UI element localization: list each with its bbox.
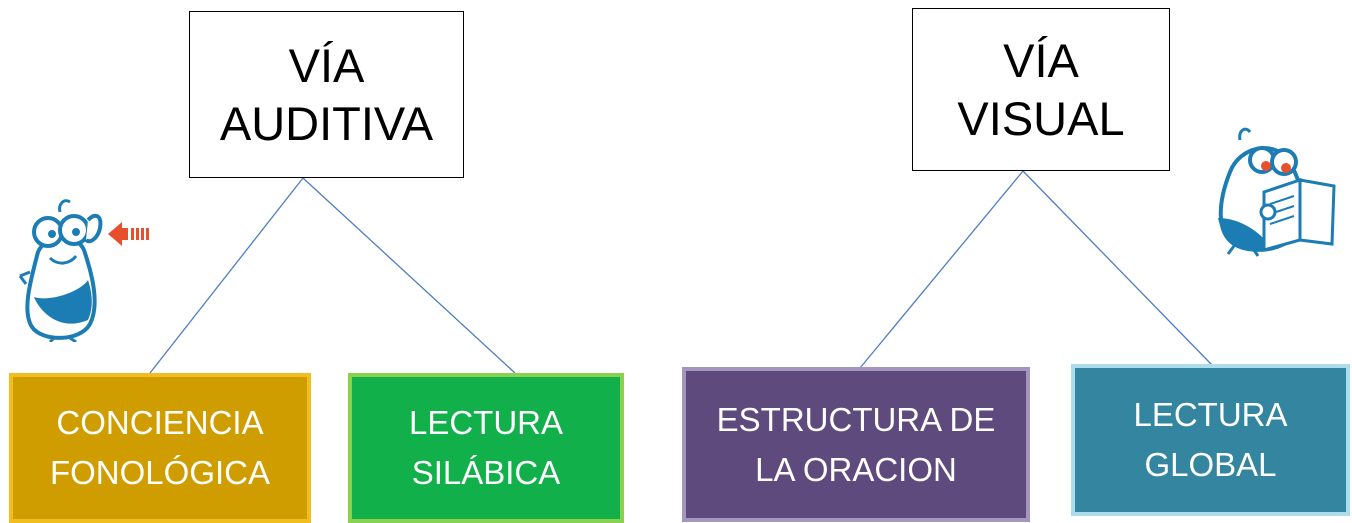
connector-visual-global [1022, 170, 1213, 366]
estructura-oracion-box: ESTRUCTURA DE LA ORACION [682, 367, 1030, 522]
lectura-silabica-box: LECTURA SILÁBICA [348, 373, 624, 523]
via-auditiva-box: VÍA AUDITIVA [189, 11, 464, 178]
connector-auditiva-conciencia [149, 177, 304, 374]
conciencia-fonologica-box: CONCIENCIA FONOLÓGICA [9, 373, 311, 523]
lectura-global-box: LECTURA GLOBAL [1071, 364, 1350, 516]
conciencia-fonologica-label: CONCIENCIA FONOLÓGICA [49, 404, 271, 491]
lectura-global-label: LECTURA GLOBAL [1133, 396, 1288, 483]
listening-mascot-icon [18, 199, 149, 342]
via-visual-title: VÍA VISUAL [957, 33, 1125, 145]
connector-visual-oracion [859, 170, 1024, 369]
via-auditiva-title: VÍA AUDITIVA [219, 38, 434, 150]
connector-auditiva-silabica [302, 177, 516, 374]
reading-mascot-icon [1218, 127, 1336, 257]
via-visual-box: VÍA VISUAL [912, 8, 1170, 171]
estructura-oracion-label: ESTRUCTURA DE LA ORACION [716, 400, 996, 488]
lectura-silabica-label: LECTURA SILÁBICA [408, 404, 564, 491]
